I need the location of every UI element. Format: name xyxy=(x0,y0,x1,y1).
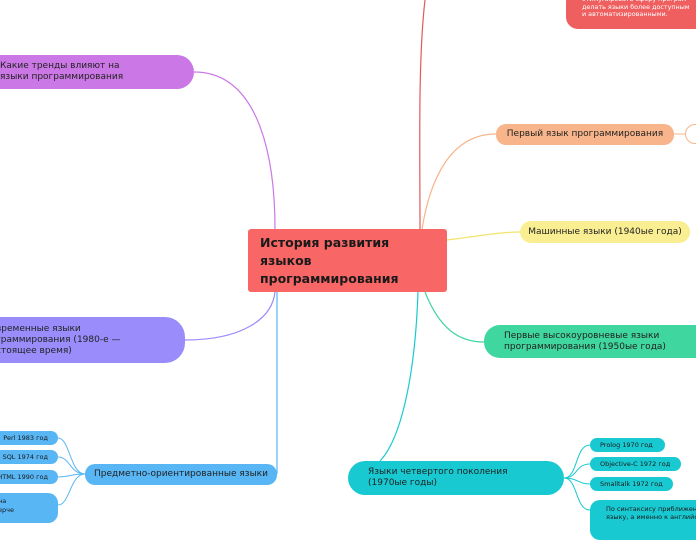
link-machine xyxy=(446,231,521,241)
link-first-language xyxy=(421,133,497,230)
branch-machine[interactable]: Машинные языки (1940ые года) xyxy=(520,221,690,243)
link-leaf-syntax xyxy=(563,477,591,511)
leaf-syntax[interactable]: По синтаксису приближен языку, а именно … xyxy=(590,500,696,540)
branch-fourth-gen-label: Языки четвертого поколения (1970ые годы) xyxy=(368,467,508,488)
link-fourth-gen xyxy=(379,291,419,462)
leaf-objective-c-label: Objective-C 1972 год xyxy=(600,460,671,468)
leaf-prolog[interactable]: Prolog 1970 год xyxy=(590,438,665,452)
leaf-sql-label: SQL 1974 год xyxy=(2,453,48,461)
branch-high-level[interactable]: Первые высокоуровневые языки программиро… xyxy=(484,325,696,358)
link-top-red xyxy=(419,0,426,230)
branch-fourth-gen[interactable]: Языки четвертого поколения (1970ые годы) xyxy=(348,461,564,495)
leaf-na-erche[interactable]: на ерче xyxy=(0,493,58,523)
branch-trends[interactable]: Какие тренды влияют на языки программиро… xyxy=(0,55,194,89)
branch-trends-label: Какие тренды влияют на языки программиро… xyxy=(0,61,124,82)
leaf-objective-c[interactable]: Objective-C 1972 год xyxy=(590,457,681,471)
leaf-perl[interactable]: Perl 1983 год xyxy=(0,431,58,445)
link-high-level xyxy=(424,291,485,343)
leaf-prolog-label: Prolog 1970 год xyxy=(600,441,653,449)
leaf-smalltalk-label: Smalltalk 1972 год xyxy=(600,480,663,488)
branch-first-language-label: Первый язык программирования xyxy=(506,129,664,139)
branch-machine-label: Машинные языки (1940ые года) xyxy=(528,226,682,237)
link-leaf-prolog xyxy=(563,444,591,479)
link-leaf-sql xyxy=(57,456,86,475)
branch-high-level-label: Первые высокоуровневые языки программиро… xyxy=(504,330,666,352)
leaf-html[interactable]: HTML 1990 год xyxy=(0,470,58,484)
link-modern xyxy=(184,291,276,341)
leaf-smalltalk[interactable]: Smalltalk 1972 год xyxy=(590,477,673,491)
link-leaf-objc xyxy=(563,463,591,479)
leaf-sql[interactable]: SQL 1974 год xyxy=(0,450,58,464)
branch-domain-oriented[interactable]: Предметно-ориентированные языки xyxy=(85,464,277,485)
connector-lines xyxy=(57,0,685,511)
link-leaf-perl xyxy=(57,437,86,475)
leaf-html-label: HTML 1990 год xyxy=(0,473,48,481)
branch-top-note[interactable]: стимулировать сферу програм делать языки… xyxy=(566,0,696,29)
branch-modern[interactable]: временные языки граммирования (1980-е — … xyxy=(0,317,185,363)
branch-modern-label: временные языки граммирования (1980-е — … xyxy=(0,323,121,356)
link-trends xyxy=(193,71,276,230)
branch-top-note-label: стимулировать сферу програм делать языки… xyxy=(582,0,690,18)
leaf-na-erche-label: на ерче xyxy=(0,497,14,514)
central-topic[interactable]: История развития языков программирования xyxy=(248,229,447,292)
leaf-perl-label: Perl 1983 год xyxy=(3,434,48,442)
leaf-syntax-label: По синтаксису приближен языку, а именно … xyxy=(606,505,696,521)
central-topic-label: История развития языков программирования xyxy=(260,234,399,286)
branch-domain-oriented-label: Предметно-ориентированные языки xyxy=(94,469,268,479)
branch-first-language[interactable]: Первый язык программирования xyxy=(496,124,674,145)
link-leaf-na xyxy=(57,473,86,506)
